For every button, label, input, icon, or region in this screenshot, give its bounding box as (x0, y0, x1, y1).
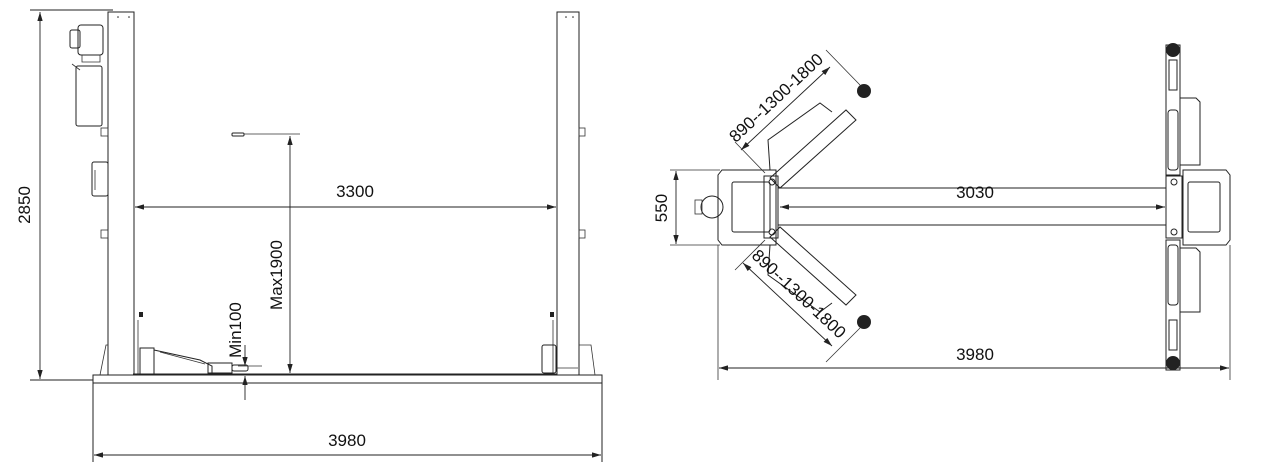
motor-circle (700, 195, 724, 219)
min-height-label: Min100 (226, 302, 245, 358)
left-column (99, 11, 143, 376)
height-label: 2850 (15, 186, 34, 224)
inner-width-label: 3030 (956, 183, 994, 202)
column-spacing-label: 3300 (336, 182, 374, 201)
right-column (541, 11, 596, 376)
base-depth-label: 550 (652, 194, 671, 222)
raised-pad-outline (231, 132, 245, 137)
lift-pad-icon (857, 84, 871, 98)
max-lift-label: Max1900 (267, 240, 286, 310)
top-overall-width-label: 3980 (956, 345, 994, 364)
front-overall-width-label: 3980 (328, 431, 366, 450)
motor-pump-unit (69, 24, 104, 127)
top-view: 550 3030 3980 890--1300-1800 890--1300-1… (652, 43, 1231, 380)
front-view: 2850 3300 Max1900 Min100 3980 (15, 9, 603, 462)
right-base-plate (1165, 169, 1231, 246)
upper-arm-range-label: 890--1300-1800 (726, 50, 827, 146)
left-base-plate (694, 169, 779, 246)
base-slab (92, 374, 603, 384)
control-box (91, 161, 109, 197)
lift-pad-icon (857, 315, 871, 329)
lift-pad-icon (1166, 43, 1180, 57)
